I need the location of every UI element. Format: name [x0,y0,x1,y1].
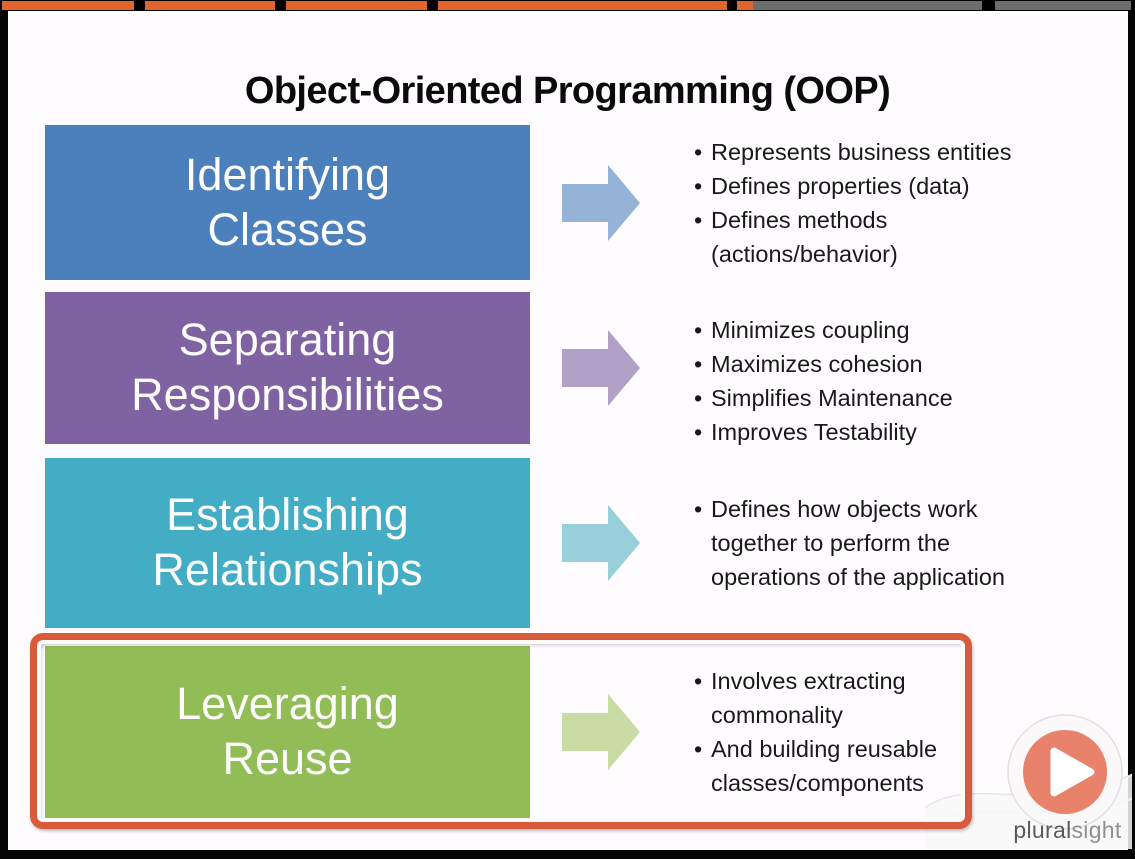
bullet-item: • Improves Testability [694,415,1106,449]
bullet-item: • Minimizes coupling [694,313,1106,347]
right-arrow-icon [562,164,640,241]
bullet-item: • Defines how objects work together to p… [694,492,1106,594]
bullet-marker: • [694,385,703,411]
play-icon [1050,747,1095,797]
bullet-marker: • [694,736,703,762]
bullet-item: • Maximizes cohesion [694,347,1106,381]
bullet-list: • Defines how objects work together to p… [694,458,1106,628]
bullet-text: Involves extracting commonality [711,668,906,728]
slide-title: Object-Oriented Programming (OOP) [244,70,891,112]
progress-segment[interactable] [286,1,427,10]
bullet-item: • Defines methods (actions/behavior) [694,203,1106,271]
row-separating-responsibilities: Separating Responsibilities • Minimizes … [0,292,1135,445]
progress-segment[interactable] [753,1,982,10]
progress-segment[interactable] [995,1,1131,10]
bullet-text: Defines properties (data) [711,172,970,199]
bullet-text: And building reusable classes/components [711,736,938,796]
bullet-text: Maximizes cohesion [711,351,923,377]
video-progress-bar[interactable] [0,0,1135,11]
right-arrow-icon [562,505,640,581]
bullet-marker: • [694,668,703,694]
bullet-text: Simplifies Maintenance [711,385,953,411]
row-establishing-relationships: Establishing Relationships • Defines how… [0,458,1135,628]
bullet-marker: • [694,351,703,377]
separating-responsibilities-box: Separating Responsibilities [45,292,530,444]
progress-segment[interactable] [737,1,753,10]
bullet-marker: • [694,172,703,199]
bullet-marker: • [694,206,703,233]
bullet-item: • Defines properties (data) [694,169,1106,203]
bullet-item: • Represents business entities [694,135,1106,169]
right-arrow-icon [562,330,640,406]
bullet-item: • Involves extracting commonality [694,664,1106,732]
bullet-text: Minimizes coupling [711,317,910,343]
bullet-text: Represents business entities [711,138,1012,165]
bullet-text: Defines how objects work together to per… [711,496,1005,590]
bullet-item: • Simplifies Maintenance [694,381,1106,415]
wordmark-primary: plural [1013,817,1072,843]
bullet-marker: • [694,138,703,165]
bullet-text: Improves Testability [711,419,917,445]
bullet-marker: • [694,496,703,522]
establishing-relationships-box: Establishing Relationships [45,458,530,628]
right-arrow-icon [562,694,640,770]
leveraging-reuse-box: Leveraging Reuse [45,646,530,818]
progress-segment[interactable] [2,1,134,10]
bullet-marker: • [694,419,703,445]
progress-segment[interactable] [145,1,275,10]
bullet-list: • Represents business entities • Defines… [694,125,1106,280]
row-identifying-classes: Identifying Classes • Represents busines… [0,125,1135,280]
wordmark-secondary: sight [1071,817,1122,843]
bullet-text: Defines methods (actions/behavior) [711,206,898,267]
pluralsight-wordmark: pluralsight [995,817,1135,844]
bullet-item: • And building reusable classes/componen… [694,732,1106,800]
bullet-marker: • [694,317,703,343]
row-leveraging-reuse: Leveraging Reuse • Involves extracting c… [0,646,1135,818]
progress-segment[interactable] [438,1,727,10]
bullet-list: • Minimizes coupling • Maximizes cohesio… [694,292,1106,445]
identifying-classes-box: Identifying Classes [45,125,530,280]
pluralsight-logo [925,714,1132,849]
bullet-list: • Involves extracting commonality • And … [694,646,1106,818]
